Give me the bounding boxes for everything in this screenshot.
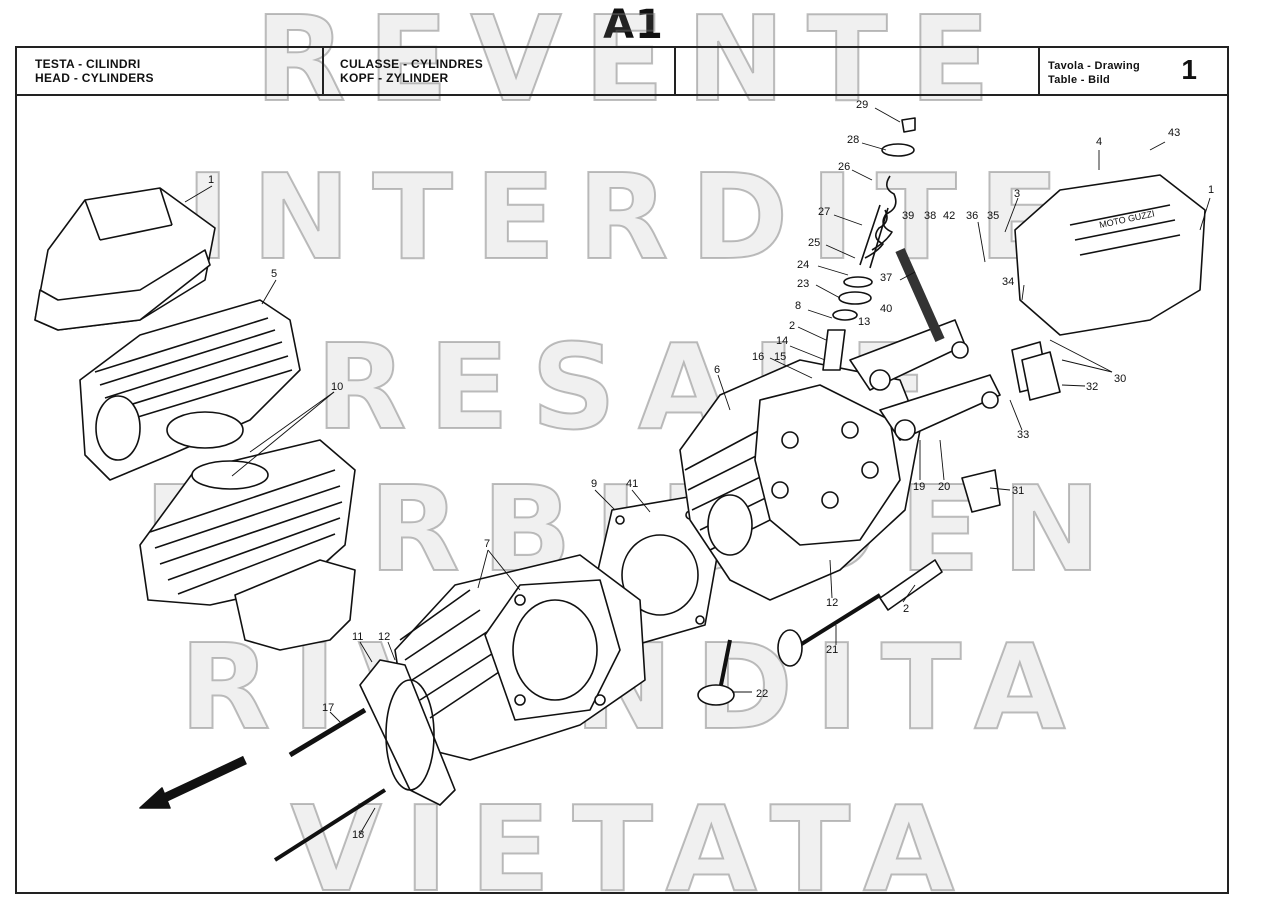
callout-18: 18 <box>352 829 364 841</box>
title-it: TESTA - CILINDRI <box>35 57 141 71</box>
callout-23: 23 <box>797 278 809 290</box>
callout-12: 12 <box>826 597 838 609</box>
callout-4: 4 <box>1096 136 1102 148</box>
callout-37: 37 <box>880 272 892 284</box>
rocker-cover-left <box>34 187 216 331</box>
title-de: KOPF - ZYLINDER <box>340 71 449 85</box>
rocker-assembly <box>849 247 1001 441</box>
table-label-1: Tavola - Drawing <box>1048 60 1140 72</box>
callout-8: 8 <box>795 300 801 312</box>
valves <box>697 559 943 706</box>
callout-20: 20 <box>938 481 950 493</box>
rocker-cover-right: MOTO GUZZI <box>1014 174 1206 336</box>
page-code: A1 <box>603 2 664 48</box>
callout-14: 14 <box>776 335 788 347</box>
callout-2: 2 <box>789 320 795 332</box>
callout-6: 6 <box>714 364 720 376</box>
callout-15: 15 <box>774 351 786 363</box>
callout-22: 22 <box>756 688 768 700</box>
callout-13: 13 <box>858 316 870 328</box>
title-fr: CULASSE - CYLINDRES <box>340 57 484 71</box>
cylinder-head-left <box>79 299 301 481</box>
callout-labels <box>184 107 1211 835</box>
callout-27: 27 <box>818 206 830 218</box>
callout-1: 1 <box>208 174 214 186</box>
cylinder-head-right <box>679 359 921 601</box>
direction-arrow <box>139 755 247 809</box>
callout-9: 9 <box>591 478 597 490</box>
table-label-2: Table - Bild <box>1048 74 1111 86</box>
cylinder-barrel-left <box>139 439 356 651</box>
callout-24: 24 <box>797 259 809 271</box>
header-cell-fr-de: CULASSE - CYLINDRES KOPF - ZYLINDER <box>324 48 676 96</box>
header-cell-it-en: TESTA - CILINDRI HEAD - CYLINDERS <box>17 48 324 96</box>
base-gasket <box>359 659 456 806</box>
callout-28: 28 <box>847 134 859 146</box>
callout-43: 43 <box>1168 127 1180 139</box>
callout-10: 10 <box>331 381 343 393</box>
tappets <box>961 341 1061 513</box>
callout-21: 21 <box>826 644 838 656</box>
header-cell-table: Tavola - Drawing Table - Bild 1 <box>1040 48 1229 96</box>
callout-33: 33 <box>1017 429 1029 441</box>
valve-spring-stack <box>822 117 916 371</box>
callout-31: 31 <box>1012 485 1024 497</box>
callout-25: 25 <box>808 237 820 249</box>
callout-16: 16 <box>752 351 764 363</box>
callout-41: 41 <box>626 478 638 490</box>
callout-30: 30 <box>1114 373 1126 385</box>
callout-5: 5 <box>271 268 277 280</box>
callout-3: 3 <box>1014 188 1020 200</box>
callout-34: 34 <box>1002 276 1014 288</box>
stud-bolts <box>273 707 387 862</box>
callout-19: 19 <box>913 481 925 493</box>
callout-12: 12 <box>378 631 390 643</box>
callout-29: 29 <box>856 99 868 111</box>
callout-38: 38 <box>924 210 936 222</box>
callout-35: 35 <box>987 210 999 222</box>
title-en: HEAD - CYLINDERS <box>35 71 154 85</box>
callout-11: 11 <box>352 631 363 643</box>
callout-36: 36 <box>966 210 978 222</box>
drawing-frame: TESTA - CILINDRI HEAD - CYLINDERS CULASS… <box>15 46 1229 894</box>
callout-42: 42 <box>943 210 955 222</box>
callout-40: 40 <box>880 303 892 315</box>
callout-39: 39 <box>902 210 914 222</box>
callout-1: 1 <box>1208 184 1214 196</box>
callout-2: 2 <box>903 603 909 615</box>
callout-17: 17 <box>322 702 334 714</box>
callout-26: 26 <box>838 161 850 173</box>
header-cell-empty <box>676 48 1040 96</box>
table-number: 1 <box>1181 54 1197 85</box>
callout-7: 7 <box>484 538 490 550</box>
cylinder-barrel-right <box>394 554 646 761</box>
callout-32: 32 <box>1086 381 1098 393</box>
